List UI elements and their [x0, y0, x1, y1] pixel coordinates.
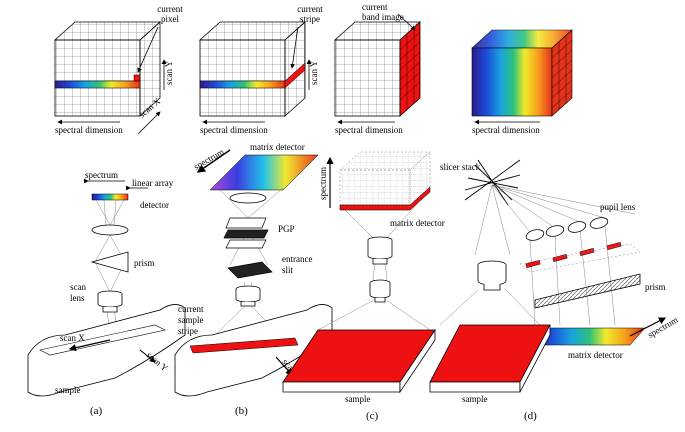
- pupil-lenses: [525, 217, 609, 241]
- panel-c: current band image spectral dimension sp…: [282, 2, 445, 422]
- label-stripe-b: stripe: [178, 326, 198, 336]
- label-sample-b: sample: [178, 315, 204, 325]
- label-spectral-dimension-c: spectral dimension: [335, 125, 403, 135]
- label-sample-a: sample: [55, 385, 81, 395]
- label-spectral-dimension-b: spectral dimension: [200, 125, 268, 135]
- prism-a: [90, 251, 129, 273]
- label-current-pixel: current: [157, 4, 183, 14]
- label-current-b: current: [178, 304, 204, 314]
- data-cube-c: [333, 21, 422, 117]
- current-sample-stripe-marker: [189, 337, 299, 354]
- sample-d: [429, 324, 551, 393]
- label-pupil-lens: pupil lens: [600, 202, 636, 212]
- data-cube-a: [53, 21, 162, 117]
- label-scan-y-b: scan Y: [309, 60, 319, 85]
- sample-a: [27, 304, 186, 397]
- label-current-c: current: [362, 2, 388, 12]
- label-prism-a: prism: [134, 258, 155, 268]
- current-stripe-marker: [284, 62, 306, 89]
- matrix-detector-b: [209, 154, 319, 191]
- prism-d: [534, 273, 641, 309]
- caption-a: (a): [90, 405, 103, 417]
- label-pgp: PGP: [278, 224, 295, 234]
- label-spectrum-a: spectrum: [85, 170, 118, 180]
- label-lens-a: lens: [70, 293, 85, 303]
- label-matrix-detector-c: matrix detector: [390, 218, 445, 228]
- panel-a: current pixel scan Y scan X spectral dim…: [27, 4, 186, 417]
- label-spectral-dimension-d: spectral dimension: [472, 125, 540, 135]
- sample-b: [174, 304, 333, 397]
- lens-a: [91, 224, 129, 236]
- label-current-stripe: current: [297, 4, 323, 14]
- objective-lens-b: [235, 285, 261, 307]
- lens-b-1: [229, 192, 267, 204]
- label-prism-d: prism: [645, 282, 666, 292]
- label-scan-a: scan: [70, 282, 86, 292]
- label-current-stripe-2: stripe: [300, 14, 320, 24]
- label-matrix-detector-b: matrix detector: [250, 142, 305, 152]
- current-pixel-marker: [133, 74, 141, 82]
- label-slicer-stack: slicer stack: [440, 162, 481, 172]
- label-entrance-b: entrance: [282, 254, 312, 264]
- data-cube-b: [198, 21, 307, 117]
- label-sample-d: sample: [462, 394, 488, 404]
- label-scan-y-a: scan Y: [164, 60, 174, 85]
- label-sample-c: sample: [345, 394, 371, 404]
- label-detector-a: detector: [140, 200, 169, 210]
- label-scan-x-sample-a: scan X: [60, 333, 85, 343]
- spectral-cube-d: [471, 29, 573, 117]
- label-spectrum-c: spectrum: [318, 167, 328, 200]
- sample-c: [282, 328, 436, 394]
- label-spectrum-b: spectrum: [192, 147, 226, 172]
- entrance-slit-b: [227, 261, 273, 279]
- panel-d: spectral dimension slicer stack pupil le…: [429, 29, 680, 422]
- objective-lens-c-2: [369, 279, 391, 303]
- label-band-image-c: band image: [362, 12, 404, 22]
- caption-d: (d): [524, 410, 537, 422]
- label-spectral-dimension-a: spectral dimension: [55, 125, 123, 135]
- slicer-stack: [464, 159, 521, 206]
- caption-c: (c): [366, 410, 379, 422]
- panel-b: current stripe scan Y spectral dimension…: [174, 4, 333, 417]
- pgp-b: [223, 217, 269, 249]
- objective-lens-c-1: [367, 236, 393, 265]
- label-linear-array-a: linear array: [132, 178, 174, 188]
- label-matrix-detector-d: matrix detector: [568, 350, 623, 360]
- scan-lens-a: [97, 290, 123, 313]
- label-current-pixel-2: pixel: [161, 14, 179, 24]
- label-spectrum-d: spectrum: [646, 315, 680, 340]
- label-slit-b: slit: [282, 265, 294, 275]
- caption-b: (b): [235, 405, 248, 417]
- red-slit-segments: [519, 242, 641, 273]
- linear-array-detector: [91, 193, 129, 201]
- objective-lens-d: [477, 260, 507, 291]
- matrix-detector-cube-c: [339, 151, 431, 211]
